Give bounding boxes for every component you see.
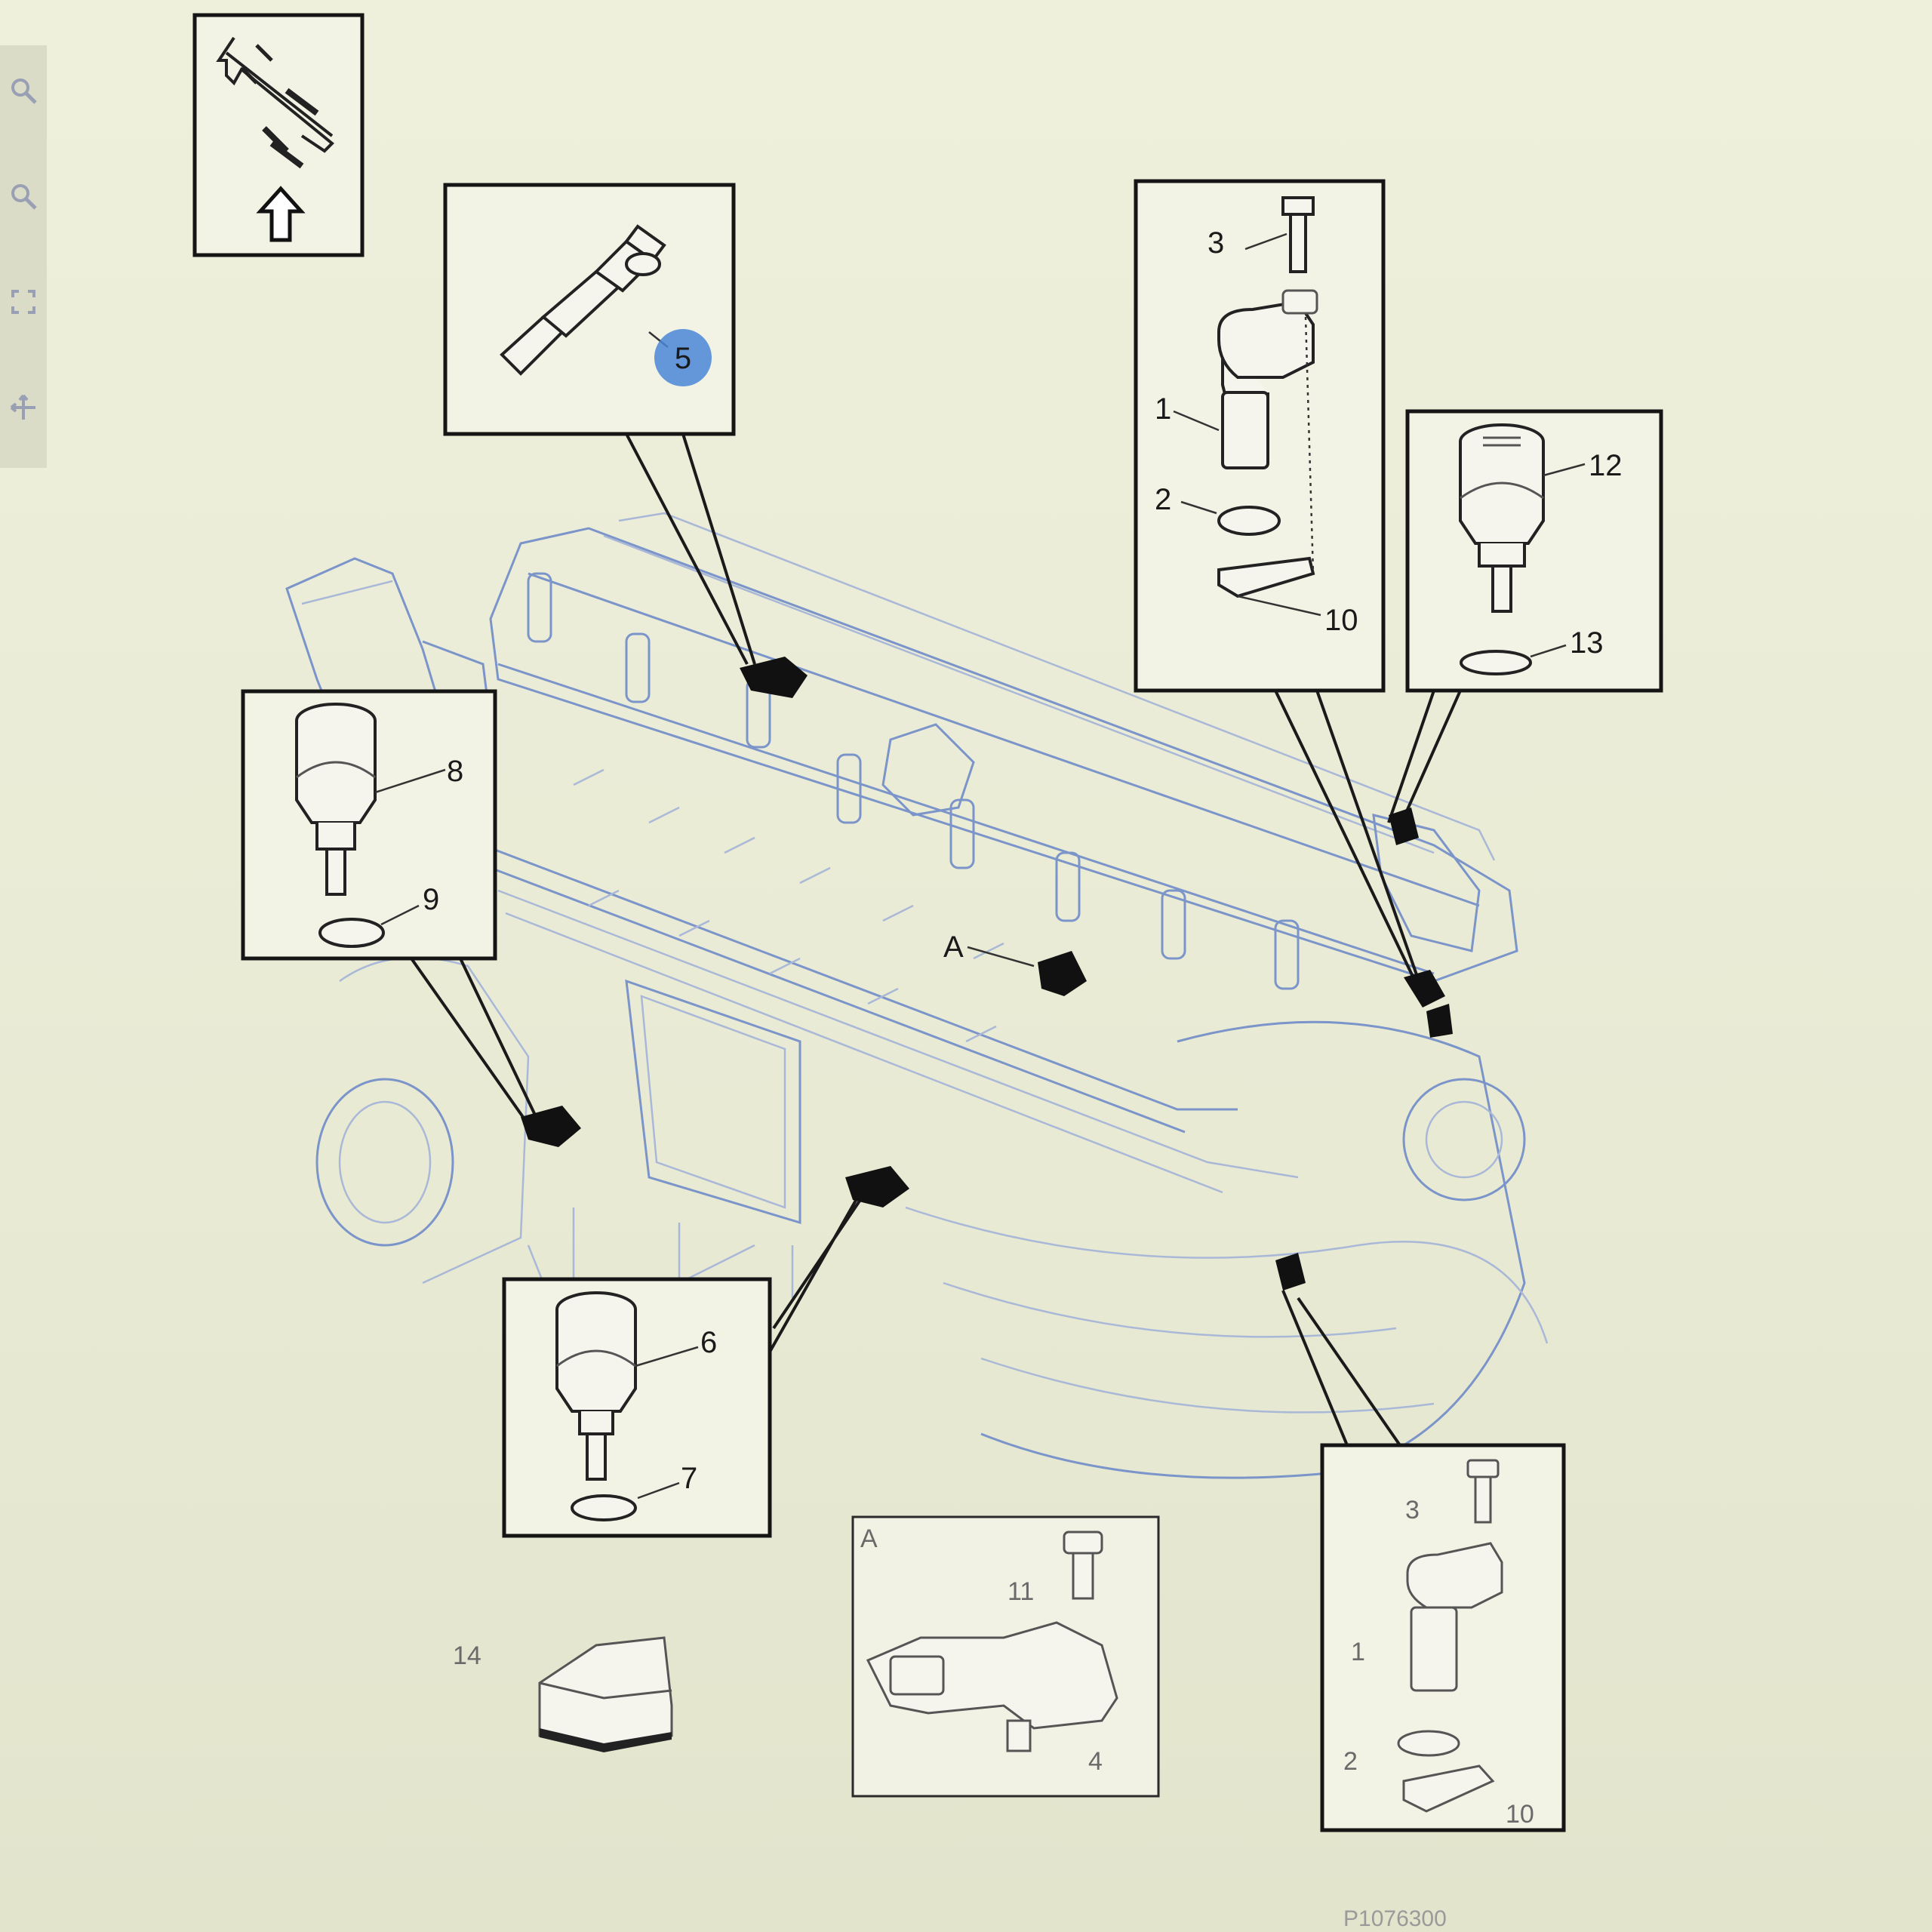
zoom-icon — [11, 78, 37, 104]
bolt-11 — [1063, 1531, 1103, 1600]
callout-label-3-lower: 3 — [1405, 1496, 1420, 1524]
up-arrow-icon — [256, 186, 306, 242]
callout-label-12: 12 — [1589, 449, 1623, 482]
callout-label-10: 10 — [1324, 604, 1358, 637]
callout-box-8-9: 8 9 — [241, 689, 541, 1126]
bolt-3-lower — [1466, 1459, 1500, 1524]
o-ring-2 — [1217, 506, 1281, 536]
speed-sensor-1 — [1217, 196, 1318, 469]
callout-label-5: 5 — [675, 342, 691, 375]
pan-icon — [10, 394, 35, 420]
callout-label-1: 1 — [1155, 392, 1171, 426]
map-sensor-4 — [866, 1621, 1118, 1752]
fit-icon — [11, 290, 35, 314]
connector-1b[interactable] — [1426, 1004, 1453, 1038]
callout-box-6-7: 6 7 — [502, 1187, 869, 1538]
zoom-tool[interactable] — [0, 45, 47, 136]
callout-label-A: A — [943, 931, 964, 964]
relay-14: 14 — [453, 1636, 673, 1752]
callout-label-7: 7 — [681, 1462, 697, 1495]
connector-1-lower[interactable] — [1275, 1253, 1306, 1291]
callout-label-2-lower: 2 — [1343, 1747, 1358, 1776]
callout-label-9: 9 — [423, 883, 439, 916]
o-ring-9 — [318, 918, 385, 948]
speed-sensor-1-lower — [1406, 1542, 1503, 1692]
connector-A[interactable] — [1038, 951, 1087, 996]
shim-10 — [1217, 556, 1315, 598]
callout-box-pressure-sensor: 12 13 — [1387, 409, 1663, 827]
callout-label-2: 2 — [1155, 483, 1171, 516]
callout-box-5: 5 — [443, 183, 756, 665]
callout-box-A: A 11 4 — [851, 1515, 1160, 1798]
orientation-box — [192, 13, 365, 257]
fit-tool[interactable] — [0, 257, 47, 347]
callout-label-8: 8 — [447, 755, 463, 788]
callout-label-13: 13 — [1570, 626, 1604, 660]
callout-label-6: 6 — [700, 1326, 717, 1359]
pressure-sensor-8 — [295, 703, 377, 896]
zoom-in-tool[interactable] — [0, 151, 47, 242]
highlight-marker-5[interactable] — [654, 329, 712, 386]
figure-id: P1076300 — [1343, 1906, 1447, 1931]
connector-12[interactable] — [1389, 808, 1419, 845]
connector-8[interactable] — [521, 1106, 581, 1147]
callout-label-4: 4 — [1088, 1747, 1103, 1776]
o-ring-7 — [571, 1494, 637, 1521]
connector-1[interactable] — [1404, 970, 1445, 1008]
shim-10-lower — [1402, 1764, 1495, 1813]
zoom-in-icon — [11, 184, 37, 210]
callout-label-11: 11 — [1008, 1577, 1034, 1606]
viewer-toolbar — [0, 45, 47, 468]
callout-label-10-lower: 10 — [1506, 1800, 1534, 1829]
connector-markers — [521, 657, 1453, 1291]
o-ring-13 — [1460, 650, 1532, 675]
temperature-sensor-5 — [500, 224, 666, 376]
callout-box-speed-sensor-lower: 3 1 2 10 — [1281, 1290, 1566, 1832]
connector-6[interactable] — [845, 1166, 909, 1208]
connector-5[interactable] — [740, 657, 808, 698]
pan-tool[interactable] — [0, 362, 47, 453]
callout-label-1-lower: 1 — [1351, 1638, 1365, 1666]
o-ring-2-lower — [1397, 1730, 1460, 1757]
callout-box-speed-sensor: 3 1 2 10 — [1134, 179, 1420, 982]
temperature-sensor-6 — [555, 1291, 637, 1481]
callout-label-A-box: A — [860, 1524, 878, 1553]
pressure-sensor-12 — [1459, 423, 1545, 613]
callout-label-3: 3 — [1208, 226, 1224, 260]
callout-label-14: 14 — [453, 1641, 481, 1670]
engine-illustration — [285, 512, 1549, 1479]
